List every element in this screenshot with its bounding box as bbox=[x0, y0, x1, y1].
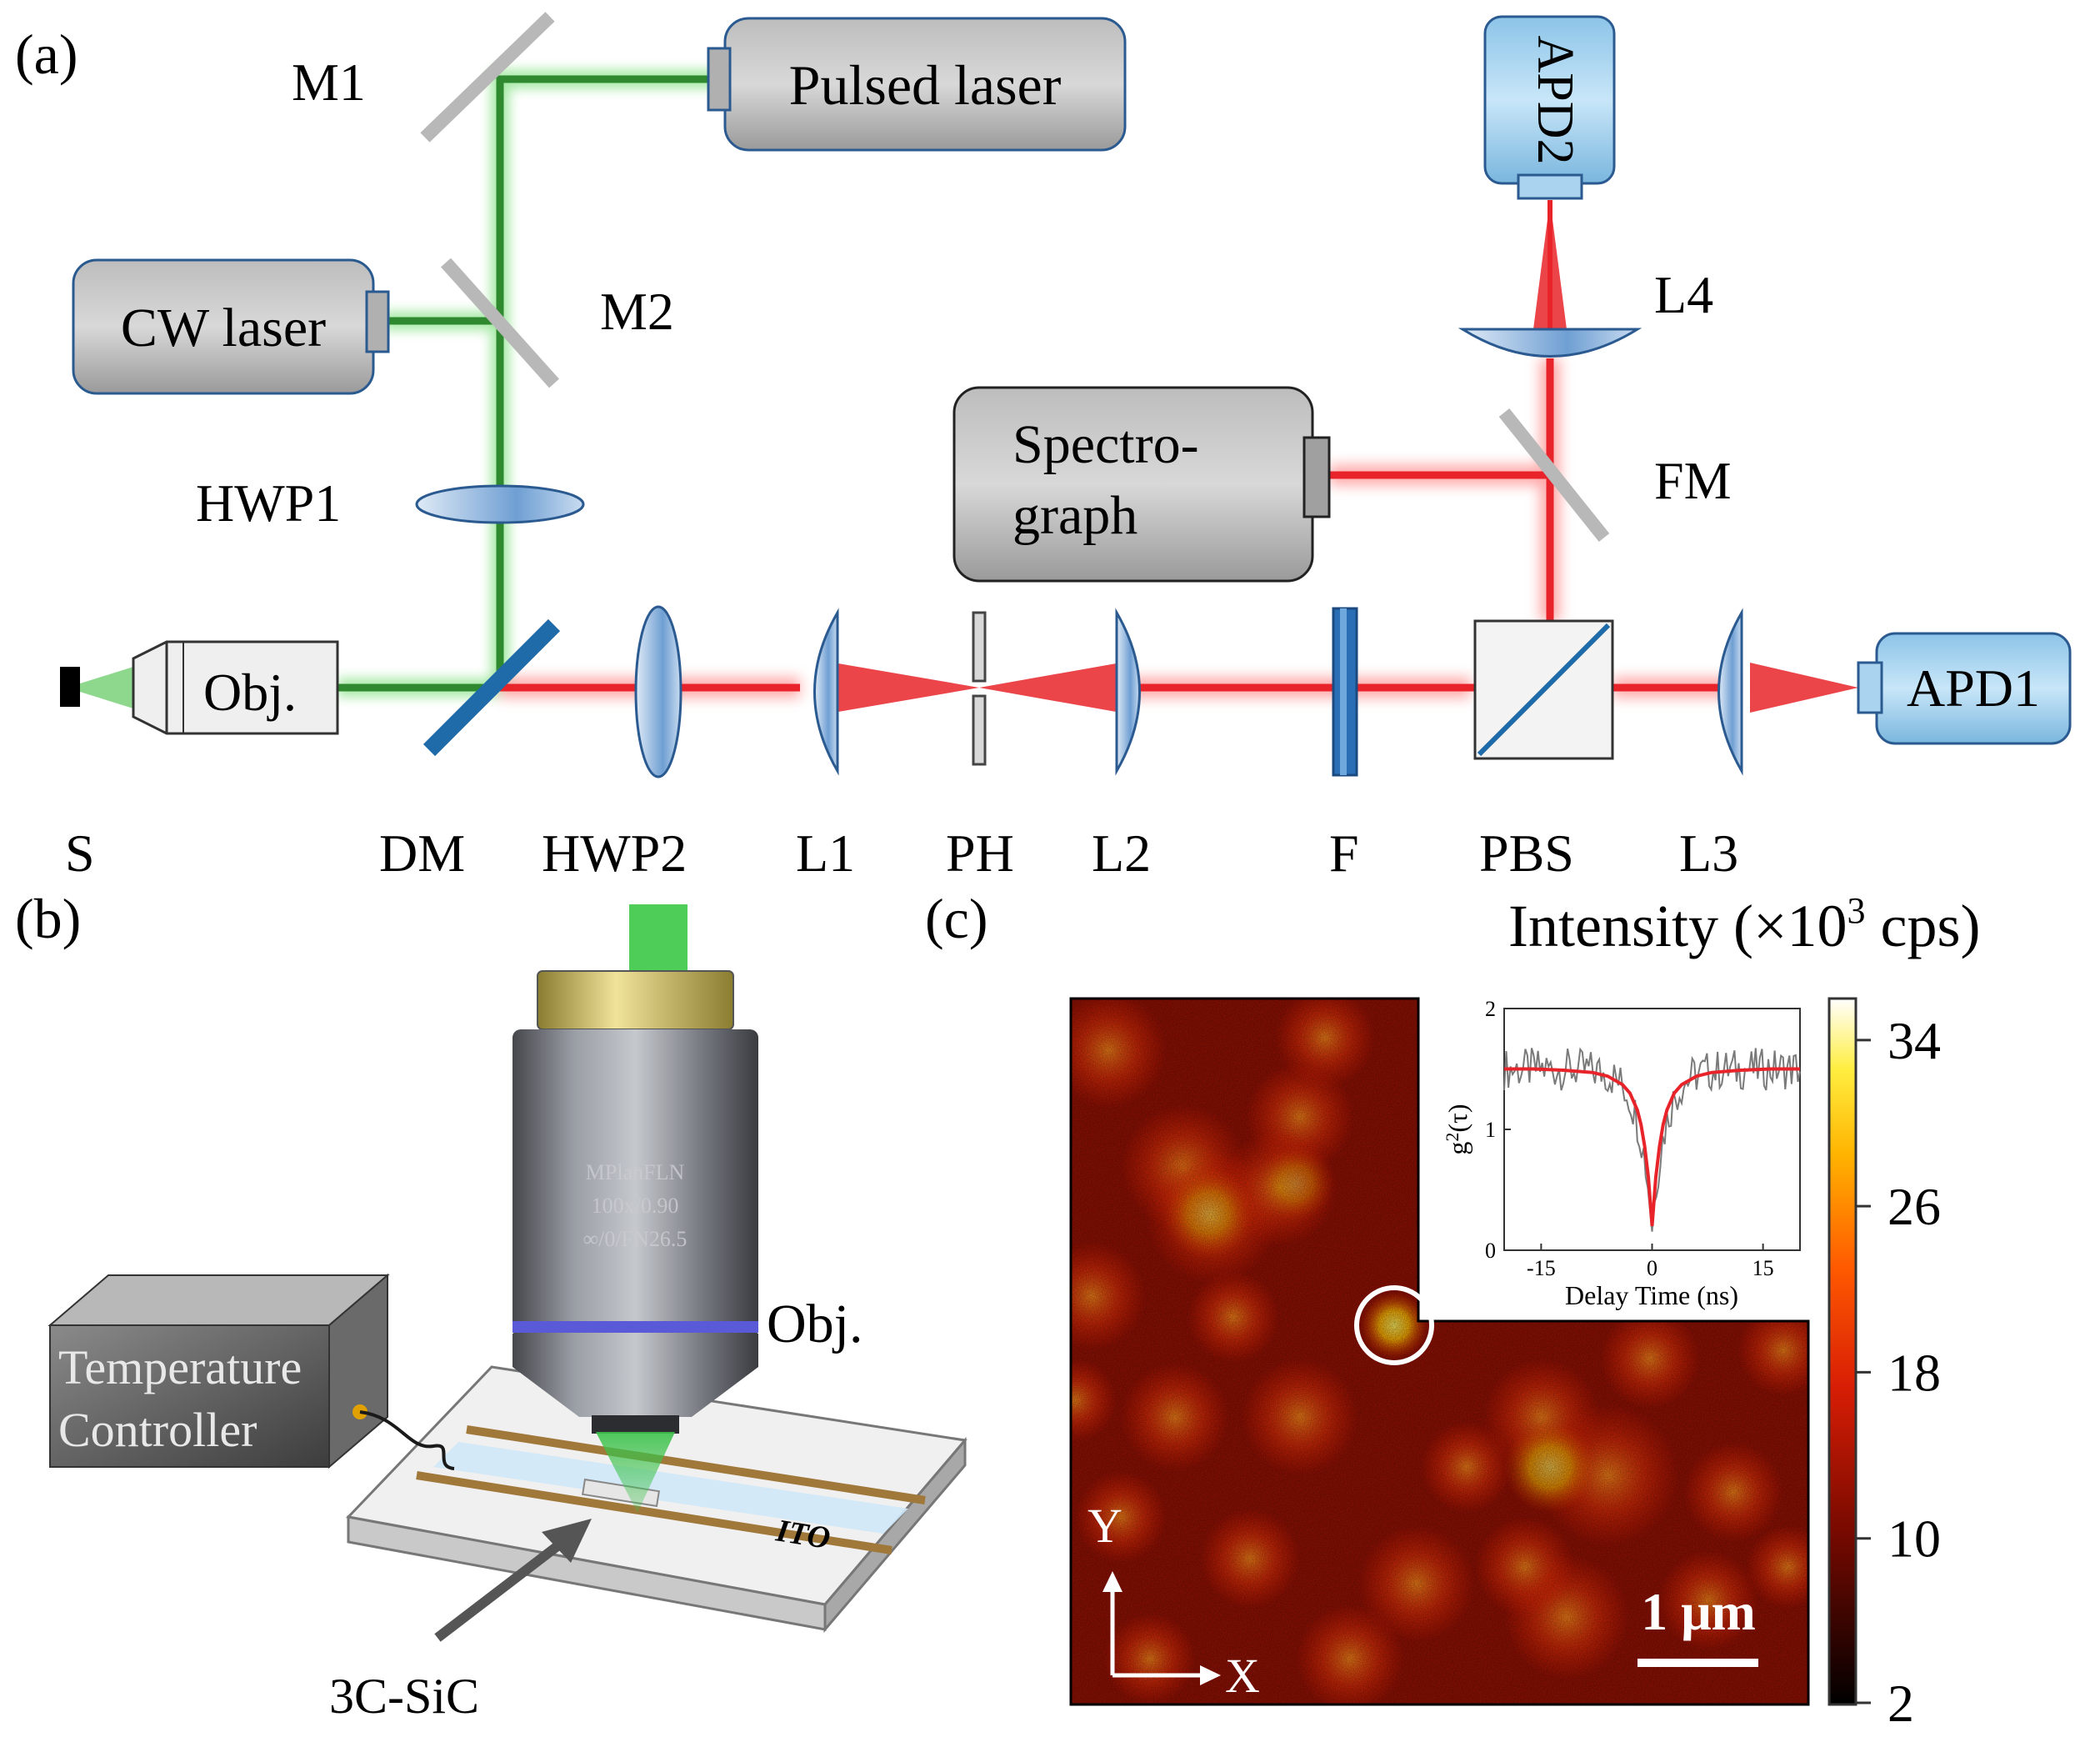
objective-b-text-2: 100x/0.90 bbox=[592, 1194, 679, 1218]
mirror-m2 bbox=[441, 258, 559, 388]
panel-c-label: (c) bbox=[925, 887, 988, 950]
colorbar-tick-label: 26 bbox=[1888, 1177, 1941, 1236]
inset-ylabel: g2(τ) bbox=[1442, 1104, 1472, 1154]
label-l4: L4 bbox=[1654, 265, 1713, 324]
label-dm: DM bbox=[379, 823, 465, 883]
colorbar-tick-label: 18 bbox=[1888, 1343, 1941, 1402]
intensity-map: Y X 1 μm bbox=[1069, 997, 1810, 1706]
inset-ytick-label: 1 bbox=[1485, 1118, 1496, 1142]
label-s: S bbox=[65, 823, 95, 883]
polarizing-beam-splitter bbox=[1473, 619, 1614, 760]
lens-l2 bbox=[1115, 608, 1141, 776]
panel-b-label: (b) bbox=[15, 887, 81, 950]
lens-l3 bbox=[1718, 608, 1743, 776]
scale-bar bbox=[1638, 1659, 1758, 1667]
spectrograph: Spectro- graph bbox=[952, 386, 1331, 583]
label-fm: FM bbox=[1654, 451, 1732, 510]
pulsed-laser-label: Pulsed laser bbox=[789, 53, 1062, 117]
emitter-highlight-circle bbox=[1354, 1285, 1434, 1365]
lens-l1 bbox=[813, 608, 839, 776]
colorbar-title: Intensity (×103 cps) bbox=[1508, 890, 1981, 959]
cw-laser: CW laser bbox=[72, 258, 390, 395]
excitation-beam bbox=[338, 70, 725, 697]
colorbar-tick-label: 34 bbox=[1888, 1011, 1941, 1070]
inset-xtick-label: -15 bbox=[1527, 1256, 1556, 1280]
g2-raw-trace bbox=[1503, 1047, 1801, 1232]
apd1-detector: APD1 bbox=[1857, 632, 2072, 745]
spectrograph-label-2: graph bbox=[1012, 485, 1138, 546]
cw-laser-label: CW laser bbox=[121, 298, 326, 358]
label-l2: L2 bbox=[1092, 823, 1151, 883]
hwp2 bbox=[634, 605, 682, 778]
inset-xlabel: Delay Time (ns) bbox=[1565, 1280, 1738, 1310]
inset-ytick-label: 0 bbox=[1485, 1239, 1496, 1263]
objective-b-text-3: ∞/0/FN26.5 bbox=[583, 1227, 688, 1251]
sample-label: 3C-SiC bbox=[329, 1669, 479, 1724]
pulsed-laser: Pulsed laser bbox=[707, 17, 1127, 152]
panel-a-label: (a) bbox=[15, 23, 78, 86]
axis-y-label: Y bbox=[1088, 1499, 1122, 1553]
objective-a-label: Obj. bbox=[203, 663, 297, 722]
objective-b: MPlanFLN 100x/0.90 ∞/0/FN26.5 bbox=[512, 904, 758, 1513]
sample-arrow bbox=[434, 1519, 592, 1642]
dichroic-mirror bbox=[422, 618, 561, 757]
apd1-label: APD1 bbox=[1907, 658, 2040, 718]
bottom-labels-a: S DM HWP2 L1 PH L2 F PBS L3 bbox=[65, 823, 1738, 883]
label-f: F bbox=[1329, 823, 1359, 883]
objective-a: Obj. bbox=[60, 640, 339, 735]
ito-label: ITO bbox=[773, 1513, 833, 1556]
pinhole bbox=[972, 611, 987, 766]
temperature-controller: Temperature Controller bbox=[48, 1273, 455, 1470]
axis-x-label: X bbox=[1225, 1649, 1260, 1703]
flip-mirror bbox=[1498, 408, 1610, 542]
label-m2: M2 bbox=[600, 282, 674, 341]
inset-ytick-label: 2 bbox=[1485, 997, 1496, 1021]
inset-xtick-label: 15 bbox=[1752, 1256, 1774, 1280]
substrate: ITO bbox=[345, 1365, 968, 1634]
label-pbs: PBS bbox=[1479, 823, 1574, 883]
axis-arrows bbox=[1102, 1571, 1221, 1685]
label-ph: PH bbox=[946, 823, 1014, 883]
objective-b-label: Obj. bbox=[767, 1294, 863, 1354]
temperature-controller-label-1: Temperature bbox=[58, 1340, 302, 1394]
spectrograph-label-1: Spectro- bbox=[1012, 414, 1199, 475]
lens-l4 bbox=[1458, 328, 1642, 358]
label-m1: M1 bbox=[292, 53, 366, 112]
scale-bar-label: 1 μm bbox=[1641, 1582, 1756, 1641]
g2-fit-line bbox=[1504, 1067, 1800, 1227]
apd2-detector: APD2 bbox=[1483, 15, 1616, 200]
label-l1: L1 bbox=[796, 823, 855, 883]
label-l3: L3 bbox=[1679, 823, 1738, 883]
inset-xtick-label: 0 bbox=[1647, 1256, 1658, 1280]
colorbar: 34 26 18 10 2 bbox=[1828, 997, 1941, 1733]
temperature-controller-label-2: Controller bbox=[58, 1403, 257, 1457]
colorbar-tick-label: 2 bbox=[1888, 1674, 1914, 1733]
g2-inset: -15 0 15 0 1 2 Delay Time (ns) g2(τ) bbox=[1442, 997, 1801, 1310]
label-hwp2: HWP2 bbox=[542, 823, 687, 883]
objective-b-text-1: MPlanFLN bbox=[586, 1160, 685, 1184]
mirror-m1 bbox=[420, 12, 555, 143]
filter-f bbox=[1332, 607, 1358, 777]
apd2-label: APD2 bbox=[1527, 35, 1583, 164]
colorbar-tick-label: 10 bbox=[1888, 1509, 1941, 1569]
label-hwp1: HWP1 bbox=[196, 473, 341, 533]
hwp1 bbox=[415, 484, 585, 524]
